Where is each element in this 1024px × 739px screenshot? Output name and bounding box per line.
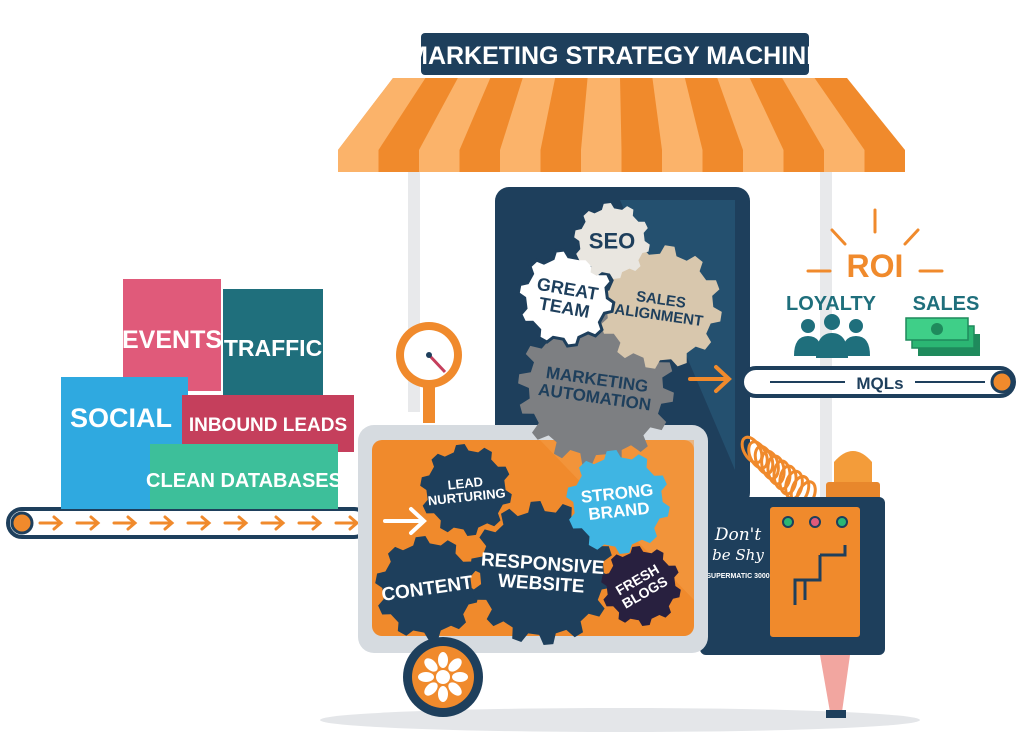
- content-gear: CONTENT: [375, 536, 479, 640]
- inbound-leads-block: [182, 395, 354, 452]
- pressure-gauge: [396, 322, 462, 423]
- input-conveyor: [6, 507, 370, 539]
- awning: [338, 78, 905, 532]
- events-label: EVENTS: [122, 326, 222, 354]
- people-icon: [794, 314, 870, 358]
- clean-databases-block: [150, 444, 338, 509]
- badge-line1: Don't: [714, 525, 761, 545]
- clean-databases-label: CLEAN DATABASES: [146, 470, 342, 492]
- ground-shadow: [320, 708, 920, 732]
- loyalty-label: LOYALTY: [786, 293, 877, 315]
- events-block: [123, 279, 221, 391]
- mqls-label: MQLs: [856, 374, 903, 393]
- traffic-label: TRAFFIC: [224, 335, 322, 361]
- traffic-block: [223, 289, 323, 395]
- seo-gear: SEO: [574, 203, 650, 279]
- input-arrow-icon: [383, 507, 427, 535]
- input-blocks: EVENTS TRAFFIC SOCIAL INBOUND LEADS CLEA…: [61, 279, 354, 509]
- badge-line3: SUPERMATIC 3000: [706, 573, 769, 580]
- gears: MARKETINGAUTOMATIONSALESALIGNMENTGREATTE…: [375, 203, 722, 645]
- output-conveyor: MQLs: [688, 365, 1016, 398]
- sales-label: SALES: [913, 293, 980, 315]
- seo-label: SEO: [589, 229, 635, 254]
- outputs-area: ROI LOYALTY SALES: [786, 208, 980, 358]
- title-banner: MARKETING STRATEGY MACHINE: [407, 33, 823, 75]
- title-text: MARKETING STRATEGY MACHINE: [407, 42, 823, 70]
- sales-alignment-label-1: SALES: [635, 288, 687, 312]
- social-label: SOCIAL: [70, 403, 172, 433]
- lead-nurturing-label-1: LEAD: [447, 474, 484, 493]
- cart-wheel: [403, 637, 483, 717]
- roi-burst-icon: [806, 208, 944, 273]
- inbound-leads-label: INBOUND LEADS: [189, 415, 347, 436]
- badge-line2: be Shy: [712, 546, 764, 564]
- beacon-light: [826, 451, 880, 502]
- roi-label: ROI: [847, 248, 904, 284]
- output-arrow-icon: [688, 365, 732, 393]
- money-stack-icon: [905, 317, 980, 356]
- control-panel: Don't be Shy SUPERMATIC 3000: [700, 497, 885, 718]
